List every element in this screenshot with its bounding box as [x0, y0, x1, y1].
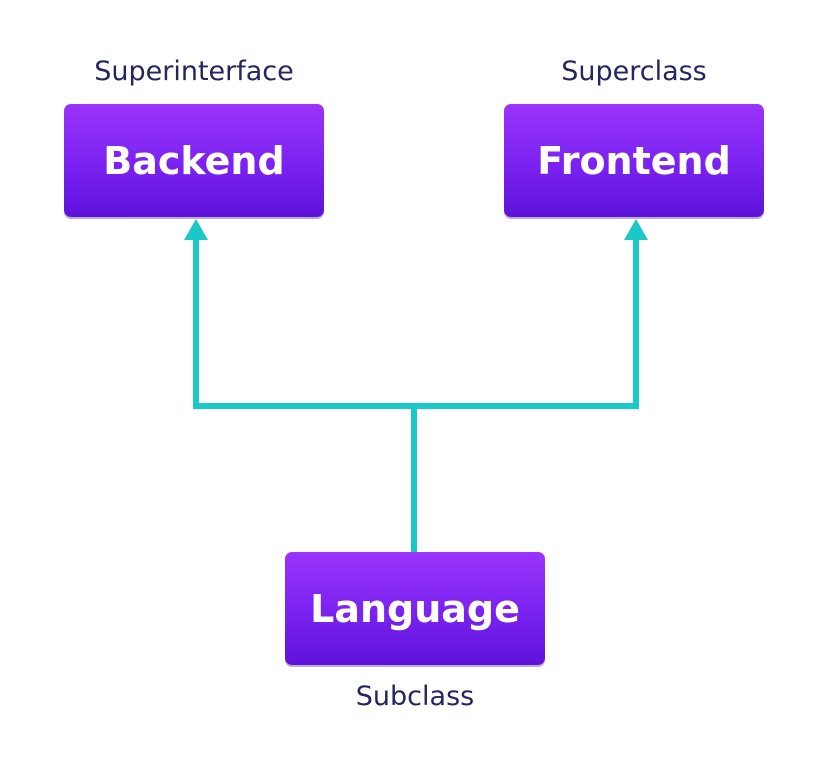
arrowhead-frontend: [624, 219, 648, 240]
backend-node-label: Backend: [103, 138, 285, 183]
superinterface-caption: Superinterface: [94, 56, 294, 87]
frontend-node-label: Frontend: [537, 138, 731, 183]
subclass-caption: Subclass: [355, 681, 475, 712]
language-node: Language: [285, 552, 545, 665]
arrowhead-backend: [184, 219, 208, 240]
frontend-node: Frontend: [504, 104, 764, 217]
connector-frontend: [414, 236, 639, 409]
language-node-label: Language: [310, 586, 520, 631]
superclass-caption: Superclass: [561, 56, 707, 87]
backend-node: Backend: [64, 104, 324, 217]
connector-backend: [193, 236, 417, 552]
